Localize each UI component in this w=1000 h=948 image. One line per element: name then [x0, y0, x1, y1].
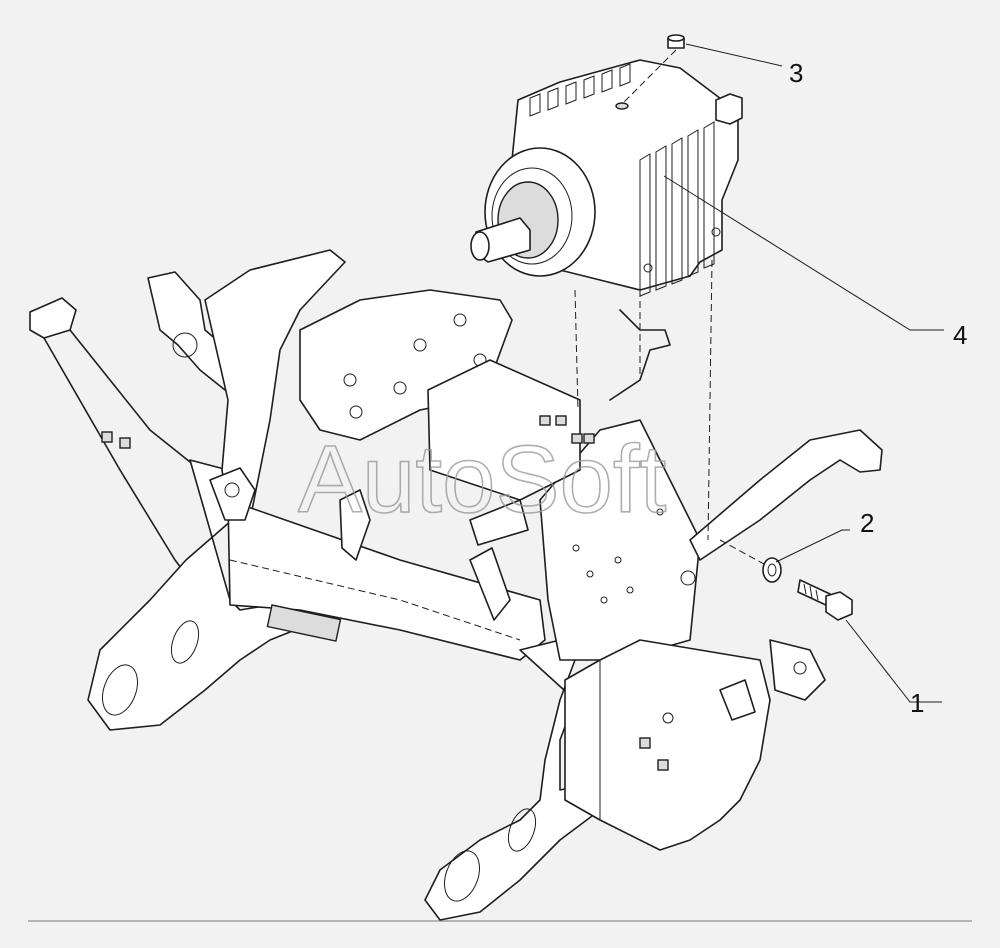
callout-1: 1: [910, 688, 924, 718]
leader-lines: [663, 43, 944, 703]
bolt: [797, 579, 853, 621]
callout-3: 3: [789, 58, 803, 88]
frame-assembly: [29, 249, 883, 921]
gearbox: [470, 59, 743, 297]
callout-2: 2: [860, 508, 874, 538]
watermark: AutoSoft: [298, 426, 666, 533]
callout-4: 4: [953, 320, 967, 350]
plug: [623, 34, 685, 103]
washer: [762, 557, 782, 583]
